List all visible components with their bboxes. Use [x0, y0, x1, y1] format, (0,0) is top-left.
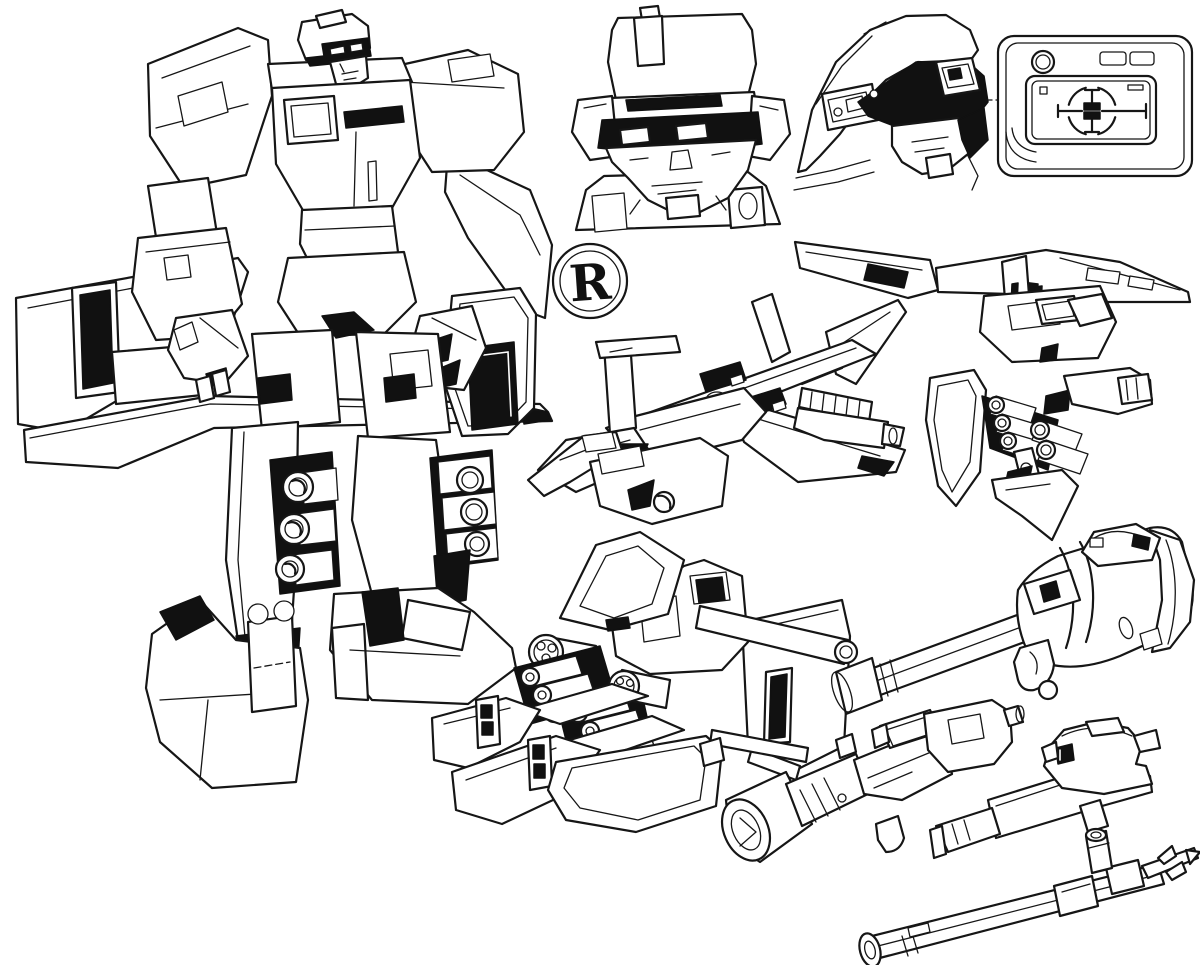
robot-head — [296, 8, 372, 90]
missile-pod-left — [274, 467, 339, 586]
lance-clamp-2 — [1104, 858, 1146, 896]
shield-black-window — [467, 341, 519, 431]
tail-fin-2 — [824, 298, 908, 386]
chest-emblem: R — [551, 242, 629, 320]
bazooka-trigger — [874, 814, 906, 854]
tank-arm-bar — [694, 604, 850, 666]
targeting-reticle — [1056, 86, 1148, 136]
monitor-knob — [1030, 49, 1056, 75]
engine-pod — [792, 406, 890, 450]
helmet-side — [796, 13, 980, 174]
jet-mid-transformation — [793, 240, 1192, 542]
missile-pod-right — [437, 455, 499, 565]
t-fuselage — [934, 248, 1192, 304]
helmet-crest — [632, 14, 666, 68]
chin-block — [664, 193, 702, 221]
rifle-weapon — [928, 716, 1162, 860]
targeting-monitor — [996, 34, 1194, 178]
bazooka-weapon — [720, 698, 1025, 864]
tail-fin — [750, 292, 792, 364]
chest-black-stripe — [343, 105, 405, 129]
canopy-black-1 — [699, 361, 747, 393]
eye-left — [618, 125, 652, 147]
robot-full-body — [14, 8, 554, 790]
lance-weapon — [858, 827, 1200, 965]
head-side-view — [793, 13, 1001, 191]
lance-clamp-1 — [1052, 874, 1100, 918]
lance-spike — [1140, 846, 1200, 880]
eye-right — [674, 121, 710, 143]
t-bracket — [924, 368, 988, 508]
cannon-weapon — [830, 522, 1196, 716]
wing-black-panel — [79, 289, 114, 390]
head-front-view — [570, 4, 792, 233]
front-ski-1 — [430, 694, 542, 770]
tank-black-vent — [768, 673, 788, 740]
bazooka-rear-block — [922, 698, 1014, 774]
emblem-glyph: R — [567, 252, 613, 314]
ground-battle-mode — [430, 530, 859, 834]
helmet — [606, 12, 758, 102]
t-missile-tubes — [986, 395, 1089, 475]
t-lower-fin — [990, 468, 1080, 542]
rifle-grip — [1078, 798, 1110, 834]
jet-mode — [526, 292, 908, 526]
tread-skirt — [546, 734, 724, 834]
cannon-trigger — [1012, 638, 1056, 692]
